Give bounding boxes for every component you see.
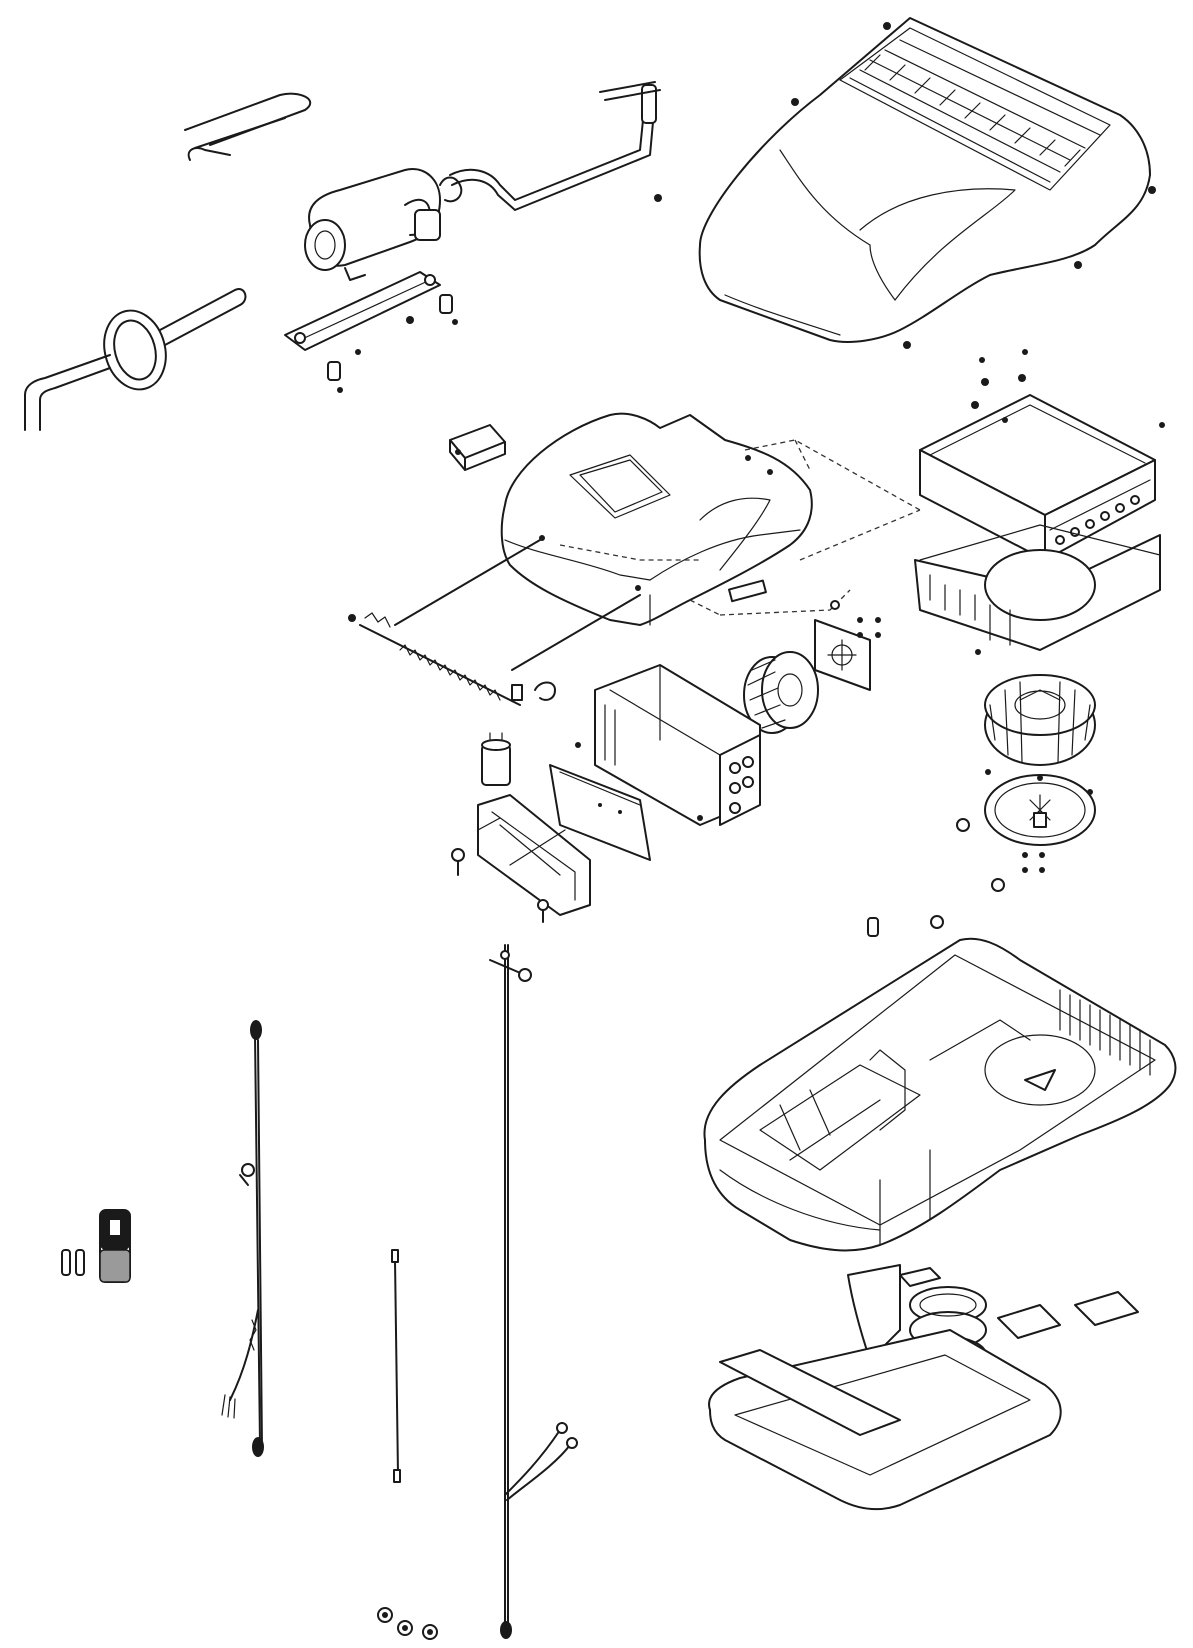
centrifugal-blower-wheel-right [984, 674, 1096, 766]
cover-screws [654, 22, 1156, 349]
top-cover-shroud [698, 17, 1151, 343]
condenser-copper-tube [24, 288, 247, 431]
control-module-box [919, 349, 1165, 561]
compressor [304, 168, 463, 281]
centrifugal-blower-wheel [743, 651, 819, 734]
compressor-mounting-bracket-top [184, 92, 312, 161]
relay-box [449, 424, 506, 471]
tension-spring-rod [348, 539, 641, 706]
wiring-harness-right [489, 944, 578, 1639]
evaporator-cover [500, 412, 813, 626]
blower-motor-plate [956, 649, 1096, 892]
evaporator-coil [575, 664, 761, 826]
compressor-mounting-bracket [284, 271, 458, 393]
motor-mount-plate [814, 600, 881, 691]
wiring-harness-left [221, 1020, 264, 1457]
cover-vent-grille [849, 39, 1101, 183]
return-air-grille-frame [451, 794, 591, 923]
fastener-nuts [377, 1607, 438, 1640]
air-filter [549, 764, 651, 861]
batteries [61, 1249, 85, 1276]
assembly-guide-lines [559, 439, 921, 616]
base-pan [703, 915, 1177, 1252]
capacitor [481, 732, 511, 786]
remote-control [99, 1209, 131, 1283]
refrigerant-line-assembly [449, 81, 661, 211]
ceiling-trim-plate [708, 1329, 1062, 1511]
blower-housing-lower [914, 524, 1161, 651]
wiring-harness-center [391, 1249, 401, 1483]
